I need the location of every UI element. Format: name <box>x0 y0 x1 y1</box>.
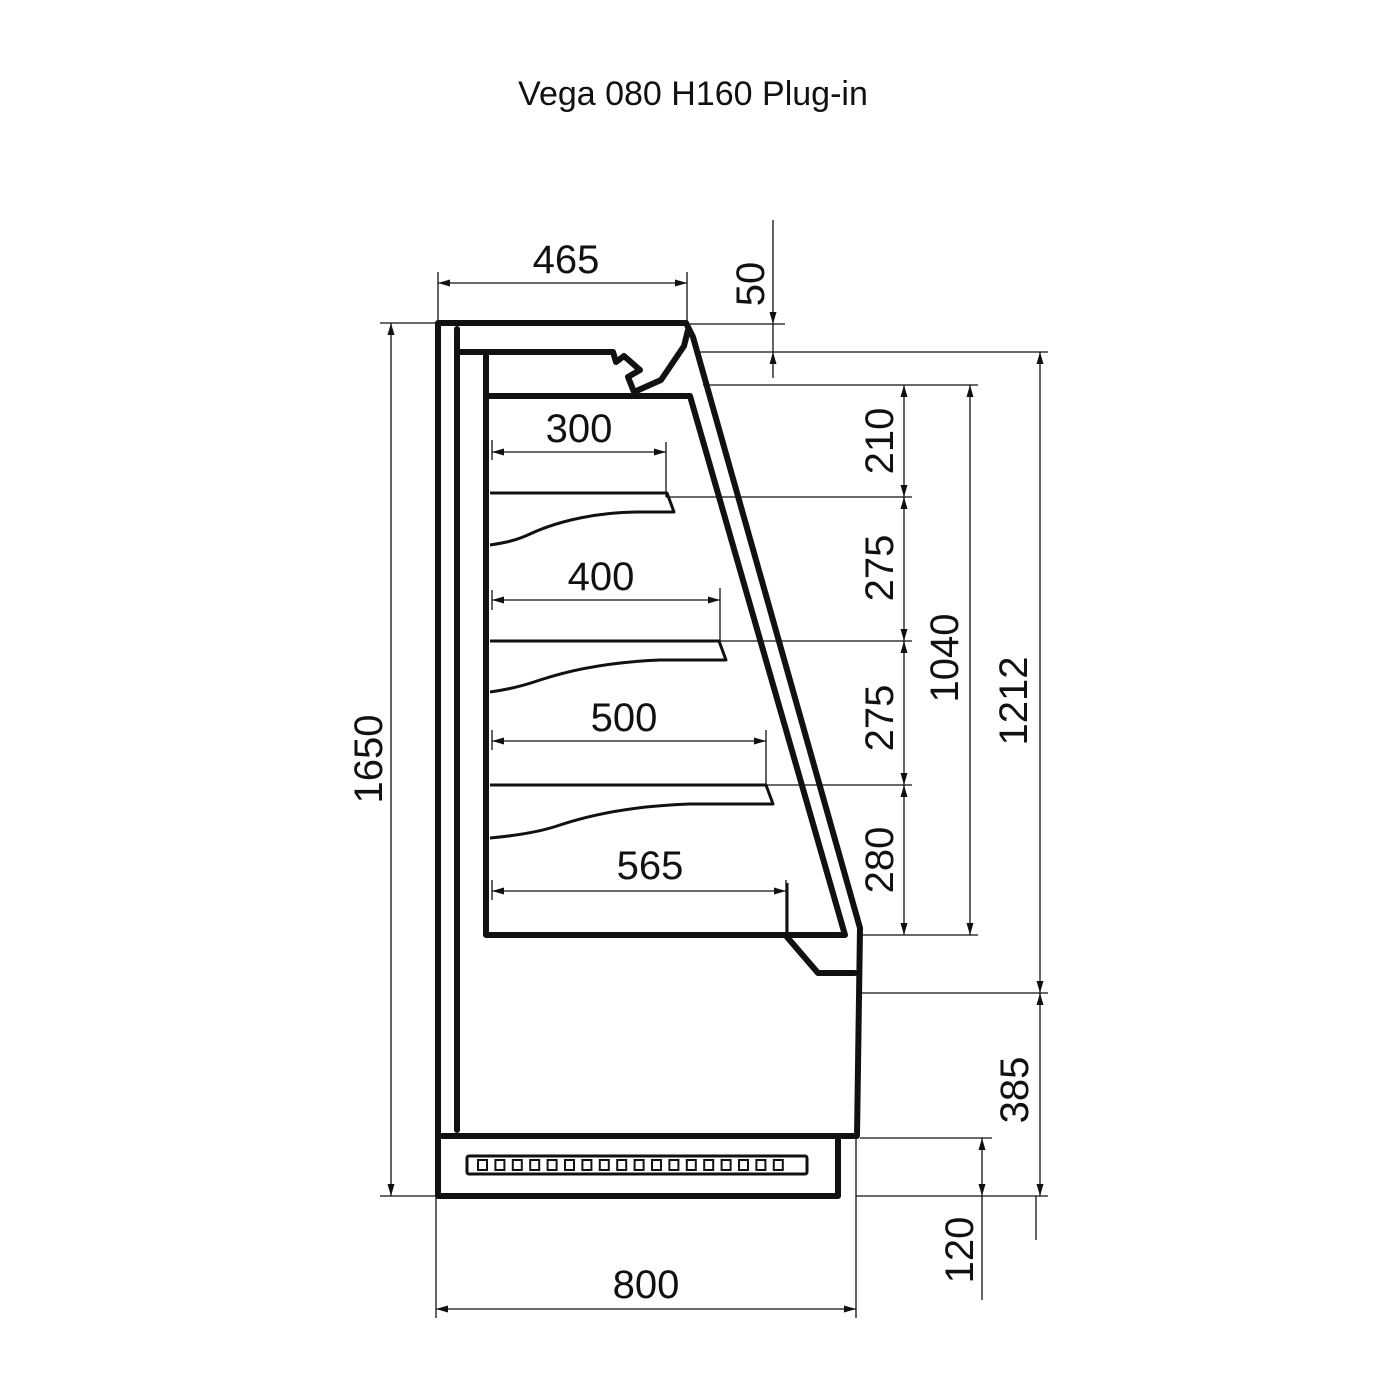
dimension-arrowhead <box>1036 1184 1044 1196</box>
vent-slot <box>598 1159 610 1171</box>
dim-gap-4-label: 280 <box>858 827 902 894</box>
dimension-arrowhead <box>387 323 395 335</box>
dimension-arrowhead <box>900 773 908 785</box>
dimension-arrowhead <box>966 385 974 397</box>
dimension-lines <box>380 220 1048 1318</box>
dim-gap-3-label: 275 <box>858 685 902 752</box>
dim-plinth-label: 120 <box>938 1217 982 1284</box>
dim-top-depth-label: 465 <box>533 238 600 282</box>
dimension-arrowhead <box>754 737 766 745</box>
vent-slot <box>511 1159 523 1171</box>
dimension-arrowhead <box>492 596 504 604</box>
front-lower-profile <box>784 934 858 976</box>
dimension-arrowhead <box>900 641 908 653</box>
dimension-arrowhead <box>654 448 666 456</box>
dimension-arrowhead <box>900 923 908 935</box>
vent-slot <box>651 1159 662 1171</box>
dim-display-height-label: 1040 <box>923 614 967 703</box>
vent-grille-slots <box>477 1159 784 1171</box>
dimension-arrowhead <box>900 385 908 397</box>
dim-top-offset-label: 50 <box>729 262 773 307</box>
dimension-arrowhead <box>978 1138 986 1150</box>
dimension-labels: 465 50 1650 800 300 400 500 565 210 275 … <box>347 238 1037 1307</box>
shelves <box>489 491 789 937</box>
cabinet-outline <box>435 320 863 1199</box>
vent-slot <box>633 1159 645 1171</box>
dimension-arrowhead <box>1036 981 1044 993</box>
plinth <box>435 1133 841 1199</box>
dimension-arrowhead <box>900 629 908 641</box>
dimension-arrowhead <box>900 497 908 509</box>
vent-slot <box>703 1159 715 1171</box>
vent-slot <box>477 1159 488 1171</box>
vent-slot <box>738 1159 749 1171</box>
dimension-arrowhead <box>769 312 777 324</box>
dim-front-height-label: 1212 <box>992 657 1036 746</box>
dimension-arrowhead <box>438 279 450 287</box>
shelf-3 <box>489 783 775 840</box>
shelf-2 <box>489 639 728 694</box>
vent-slot <box>685 1159 697 1171</box>
vent-slot <box>564 1159 575 1171</box>
dim-shelf-1-label: 300 <box>546 407 613 451</box>
dim-total-width-label: 800 <box>613 1263 680 1307</box>
canopy-profile <box>454 327 691 395</box>
vent-slot <box>668 1159 680 1171</box>
vent-slot <box>529 1159 541 1171</box>
dim-base-front-label: 385 <box>993 1057 1037 1124</box>
display-well <box>483 393 848 938</box>
vent-slot <box>546 1159 558 1171</box>
dimension-arrowhead <box>1036 993 1044 1005</box>
dimension-arrowhead <box>966 923 974 935</box>
dimension-arrowhead <box>675 279 687 287</box>
vent-slot <box>772 1159 784 1171</box>
dim-total-height-label: 1650 <box>347 715 391 804</box>
dimension-arrowhead <box>1036 352 1044 364</box>
dim-shelf-4-label: 565 <box>617 844 684 888</box>
dimension-arrowhead <box>978 1184 986 1196</box>
dimension-arrowhead <box>769 352 777 364</box>
dimension-arrowhead <box>492 448 504 456</box>
dim-shelf-3-label: 500 <box>591 696 658 740</box>
dim-gap-2-label: 275 <box>858 535 902 602</box>
vent-slot <box>581 1159 593 1171</box>
dimension-arrowhead <box>436 1305 448 1313</box>
vent-slot <box>494 1159 506 1171</box>
dimension-arrowhead <box>387 1184 395 1196</box>
vent-slot <box>616 1159 628 1171</box>
vent-grille <box>465 1154 809 1176</box>
dimension-arrowhead <box>708 596 720 604</box>
dim-gap-1-label: 210 <box>858 408 902 475</box>
dimension-arrowhead <box>492 737 504 745</box>
dim-shelf-2-label: 400 <box>568 555 635 599</box>
dimension-arrowhead <box>900 785 908 797</box>
dimension-arrowhead <box>774 887 786 895</box>
vent-slot <box>720 1159 732 1171</box>
vent-slot <box>755 1159 767 1171</box>
dimension-arrowhead <box>492 887 504 895</box>
dimension-arrowhead <box>844 1305 856 1313</box>
shelf-1 <box>489 491 676 547</box>
diagram-title: Vega 080 H160 Plug-in <box>518 75 868 113</box>
dimension-arrowhead <box>900 485 908 497</box>
